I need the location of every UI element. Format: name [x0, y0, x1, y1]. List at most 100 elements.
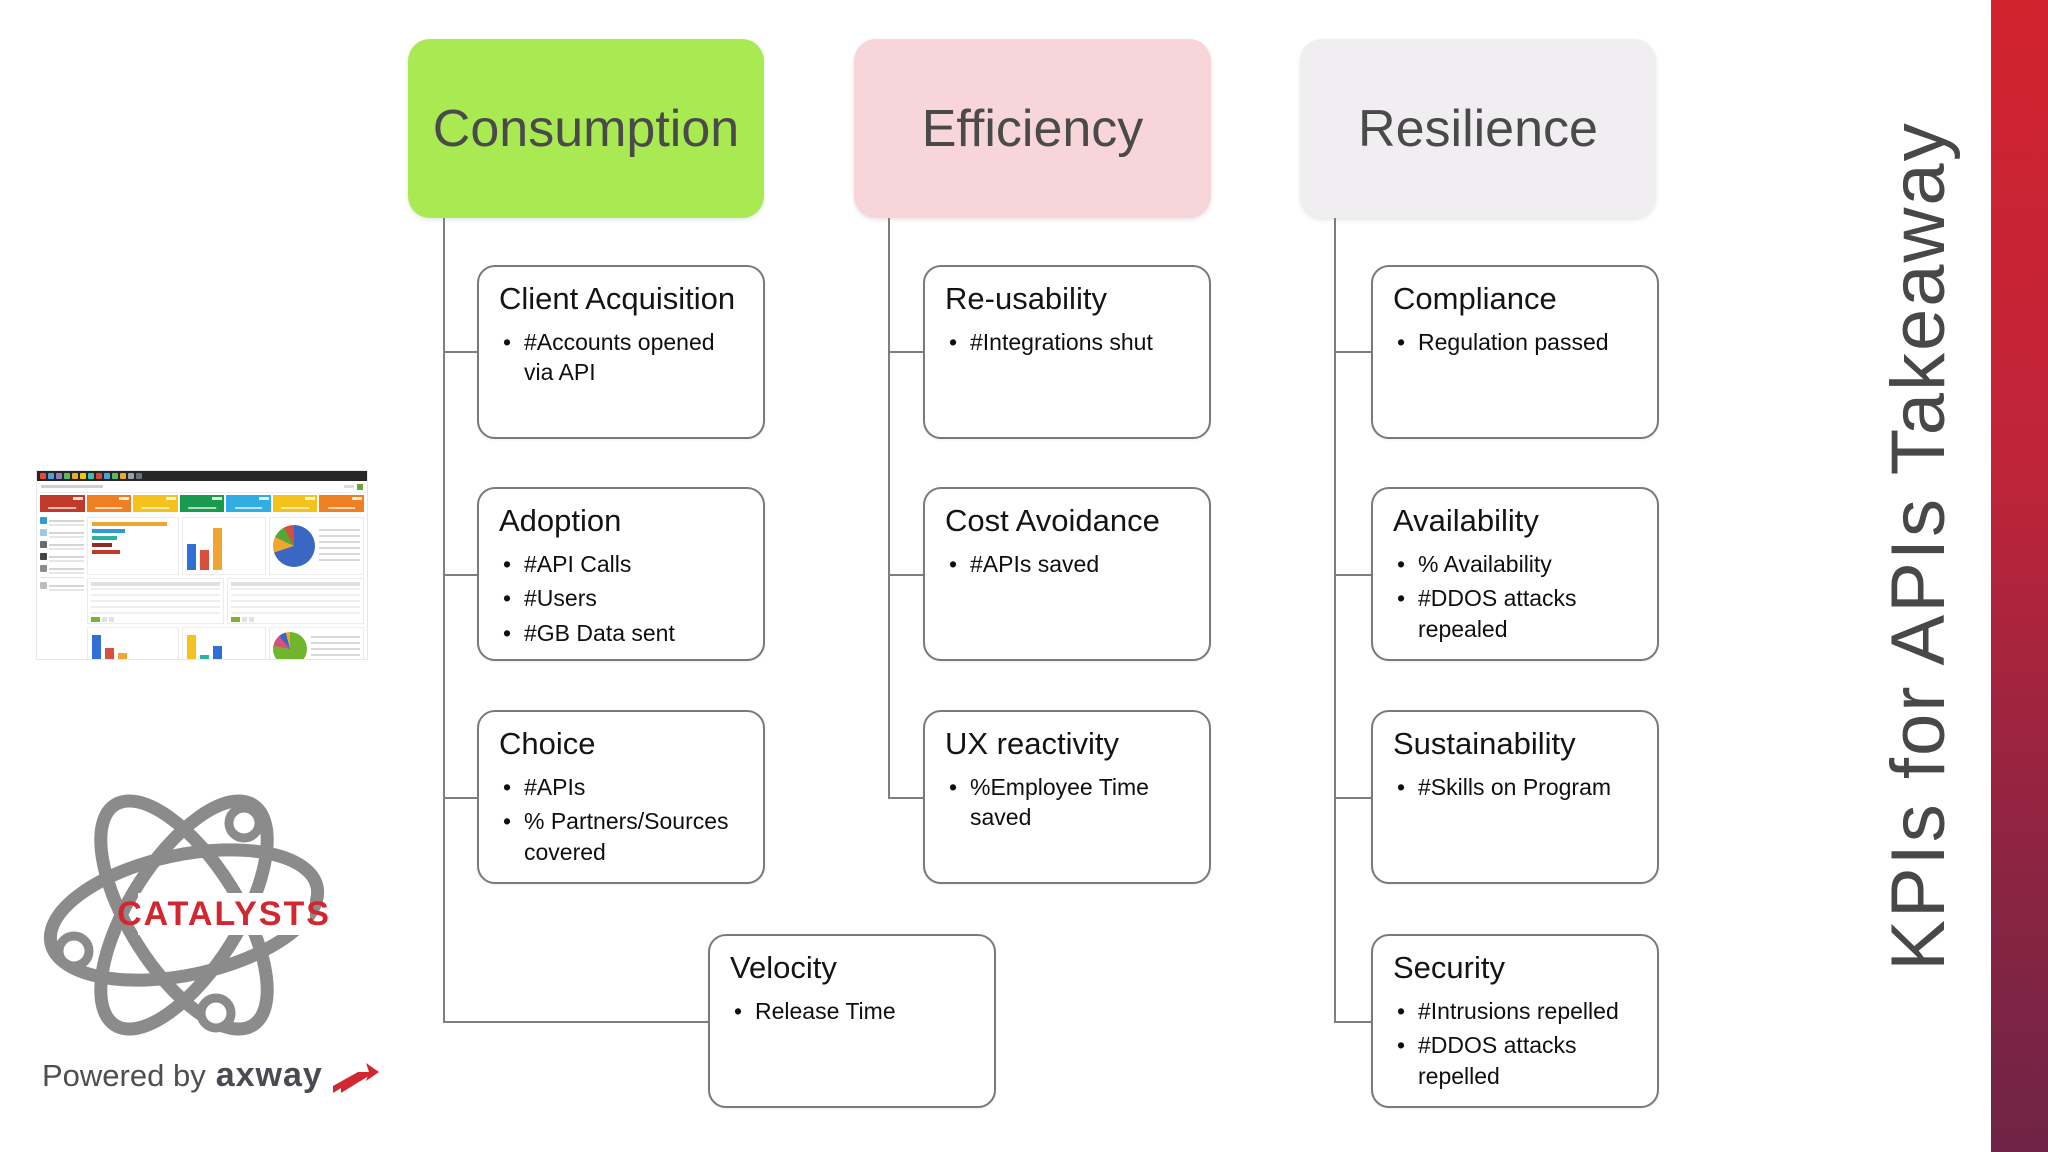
- connector-trunk-resilience: [1334, 218, 1336, 1023]
- data-table: [227, 578, 364, 624]
- connector-branch: [443, 351, 477, 353]
- kpi-bullet: Release Time: [730, 996, 980, 1027]
- kpi-bullet: Regulation passed: [1393, 327, 1643, 358]
- category-header-efficiency: Efficiency: [854, 39, 1211, 218]
- pie: [273, 525, 315, 567]
- connector-branch: [1334, 574, 1371, 576]
- app-icon: [64, 473, 70, 479]
- orbit-ellipse: [43, 843, 325, 987]
- sidebar-text: [49, 531, 84, 534]
- kpi-box-title: Compliance: [1393, 281, 1557, 316]
- bar: [187, 635, 196, 659]
- connector-branch: [1334, 351, 1371, 353]
- bar: [92, 529, 125, 533]
- catalysts-logo: CATALYSTS: [38, 793, 330, 1045]
- powered-by-lockup: Powered by axway: [42, 1056, 379, 1095]
- connector-branch: [443, 797, 477, 799]
- pie: [273, 632, 307, 659]
- kpi-bullet: #APIs: [499, 772, 749, 803]
- app-icon: [40, 473, 46, 479]
- kpi-list: #Integrations shut: [945, 327, 1195, 358]
- bar: [200, 655, 209, 659]
- kpi-box-title: Cost Avoidance: [945, 503, 1160, 538]
- kpi-box-reusability: Re-usability #Integrations shut: [923, 265, 1211, 439]
- kpi-box-title: Choice: [499, 726, 596, 761]
- kpi-bullet: #Accounts opened via API: [499, 327, 749, 388]
- app-icon: [120, 473, 126, 479]
- sidebar-icon: [40, 553, 47, 560]
- kpi-list: Regulation passed: [1393, 327, 1643, 358]
- sidebar-text: [49, 519, 84, 522]
- kpi-list: #API Calls #Users #GB Data sent: [499, 549, 749, 648]
- bar: [200, 549, 209, 570]
- thumbnail-titlebar: [37, 471, 367, 481]
- kpi-box-choice: Choice #APIs % Partners/Sources covered: [477, 710, 765, 884]
- orbit-node: [54, 931, 94, 971]
- kpi-tile: [133, 495, 178, 512]
- pagination-button: [249, 617, 254, 622]
- bar: [92, 550, 120, 554]
- app-icon: [48, 473, 54, 479]
- sidebar-text: [49, 543, 84, 546]
- bar: [92, 543, 112, 547]
- bar: [213, 646, 222, 659]
- sidebar-row: [40, 529, 84, 536]
- chart-legend: [319, 528, 360, 564]
- kpi-bullet: % Availability: [1393, 549, 1643, 580]
- thumbnail-toolbar: [37, 481, 367, 493]
- hbar-chart: [87, 517, 179, 575]
- kpi-bullet: #Integrations shut: [945, 327, 1195, 358]
- connector-branch: [888, 574, 923, 576]
- kpi-tile: [226, 495, 271, 512]
- pie-chart: [269, 517, 364, 575]
- kpi-list: % Availability #DDOS attacks repealed: [1393, 549, 1643, 644]
- bar: [213, 527, 222, 570]
- app-icon: [56, 473, 62, 479]
- connector-branch: [1334, 797, 1371, 799]
- bar: [92, 522, 168, 526]
- vbar-chart: [87, 627, 179, 659]
- app-icon: [96, 473, 102, 479]
- app-icon: [104, 473, 110, 479]
- powered-by-text: Powered by: [42, 1057, 206, 1093]
- kpi-tile: [86, 495, 132, 512]
- sidebar-row: [40, 517, 84, 524]
- thumbnail-main: [87, 517, 364, 659]
- category-label: Resilience: [1358, 99, 1598, 158]
- kpi-box-sustainability: Sustainability #Skills on Program: [1371, 710, 1659, 884]
- kpi-box-title: Client Acquisition: [499, 281, 736, 316]
- app-icon: [128, 473, 134, 479]
- data-table: [87, 578, 224, 624]
- kpi-tile: [272, 495, 318, 512]
- sidebar-divider: [40, 577, 84, 578]
- app-icon: [72, 473, 78, 479]
- category-header-resilience: Resilience: [1300, 39, 1656, 218]
- kpi-box-compliance: Compliance Regulation passed: [1371, 265, 1659, 439]
- sidebar-icon: [40, 582, 47, 589]
- table-pagination: [91, 617, 220, 622]
- axway-wordmark: axway: [215, 1056, 323, 1094]
- logo-text-backdrop: [138, 893, 310, 935]
- category-header-consumption: Consumption: [408, 39, 764, 218]
- pagination-button: [242, 617, 247, 622]
- sidebar-row: [40, 565, 84, 572]
- kpi-tile: [319, 495, 365, 512]
- kpi-list: #Intrusions repelled #DDOS attacks repel…: [1393, 996, 1643, 1091]
- orbit-ellipse: [94, 794, 274, 1036]
- bar: [105, 648, 114, 659]
- category-label: Efficiency: [921, 99, 1144, 158]
- sidebar-text: [49, 584, 84, 587]
- kpi-list: #Skills on Program: [1393, 772, 1643, 803]
- kpi-box-title: Velocity: [730, 950, 837, 985]
- sidebar-text: [49, 555, 84, 558]
- kpi-bullet: #Intrusions repelled: [1393, 996, 1643, 1027]
- sidebar-icon: [40, 529, 47, 536]
- connector-branch: [888, 351, 923, 353]
- category-label: Consumption: [432, 99, 740, 158]
- kpi-bullet: #Skills on Program: [1393, 772, 1643, 803]
- table-header: [231, 582, 360, 586]
- kpi-bullet: #API Calls: [499, 549, 749, 580]
- bar: [118, 653, 127, 659]
- connector-branch: [443, 1021, 708, 1023]
- kpi-box-adoption: Adoption #API Calls #Users #GB Data sent: [477, 487, 765, 661]
